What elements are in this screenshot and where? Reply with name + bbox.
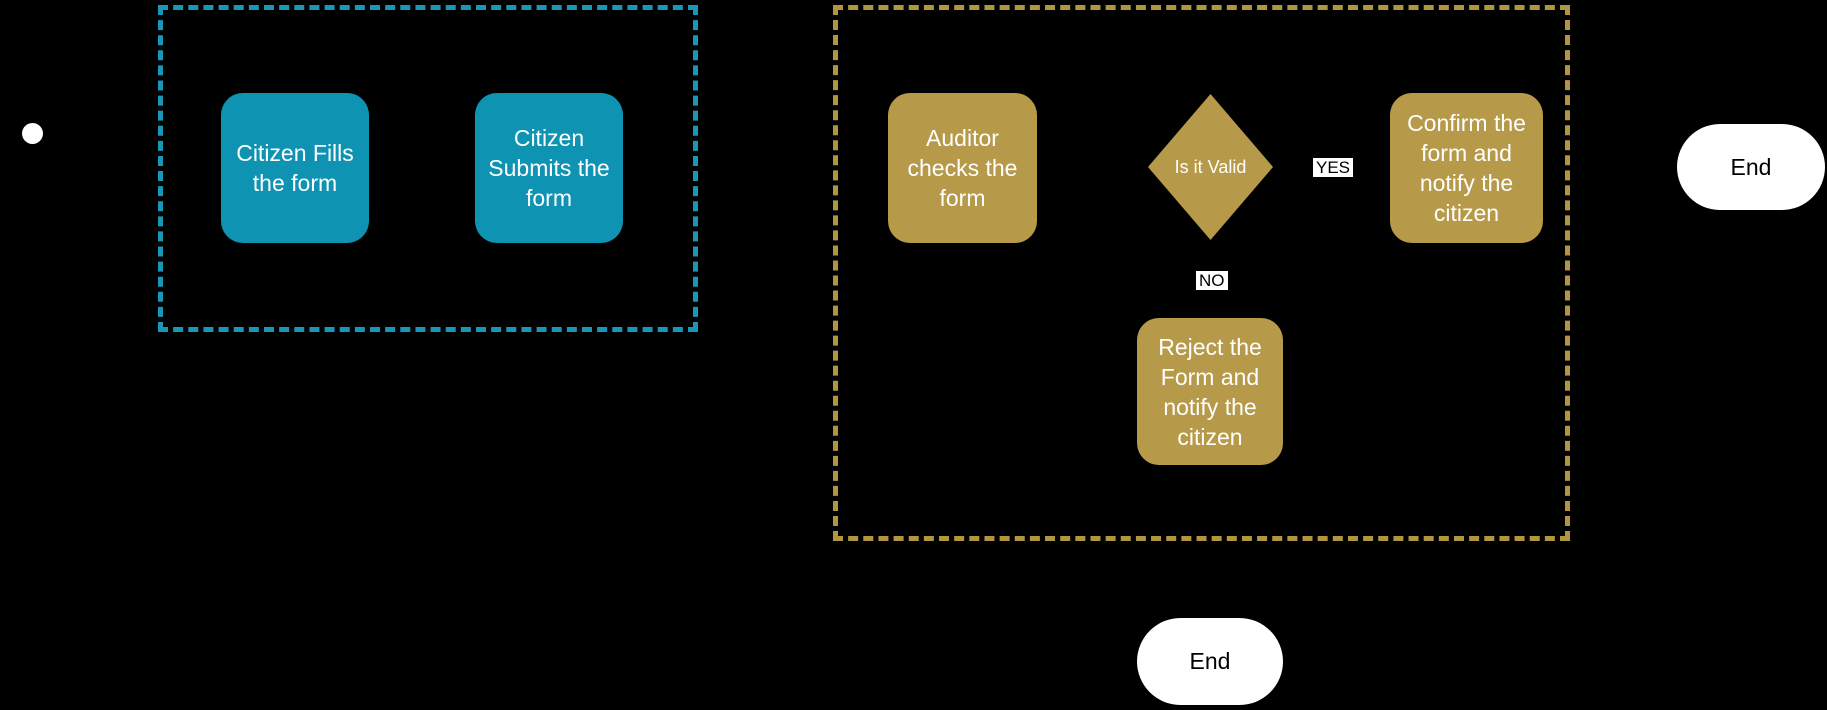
- citizen-lane: [158, 5, 698, 332]
- end-node-rejected: End: [1137, 618, 1283, 705]
- end-node-confirmed: End: [1677, 124, 1825, 210]
- node-citizen-submits-form: Citizen Submits the form: [475, 93, 623, 243]
- node-label: Citizen Submits the form: [488, 125, 610, 211]
- start-node-circle: [22, 123, 43, 144]
- node-label: Confirm the form and notify the citizen: [1407, 110, 1526, 226]
- node-label: End: [1189, 648, 1231, 674]
- auditor-lane: [833, 5, 1570, 541]
- node-reject-form: Reject the Form and notify the citizen: [1137, 318, 1283, 465]
- node-label: Reject the Form and notify the citizen: [1158, 333, 1262, 450]
- node-label: Is it Valid: [1174, 157, 1247, 177]
- node-auditor-checks-form: Auditor checks the form: [888, 93, 1037, 243]
- node-label: End: [1730, 153, 1772, 180]
- node-citizen-fills-form: Citizen Fills the form: [221, 93, 369, 243]
- node-label: Citizen Fills the form: [236, 140, 354, 196]
- node-confirm-form: Confirm the form and notify the citizen: [1390, 93, 1543, 243]
- node-label: Auditor checks the form: [907, 125, 1018, 211]
- edge-label-no: NO: [1196, 271, 1228, 290]
- edge-label-yes: YES: [1313, 158, 1354, 177]
